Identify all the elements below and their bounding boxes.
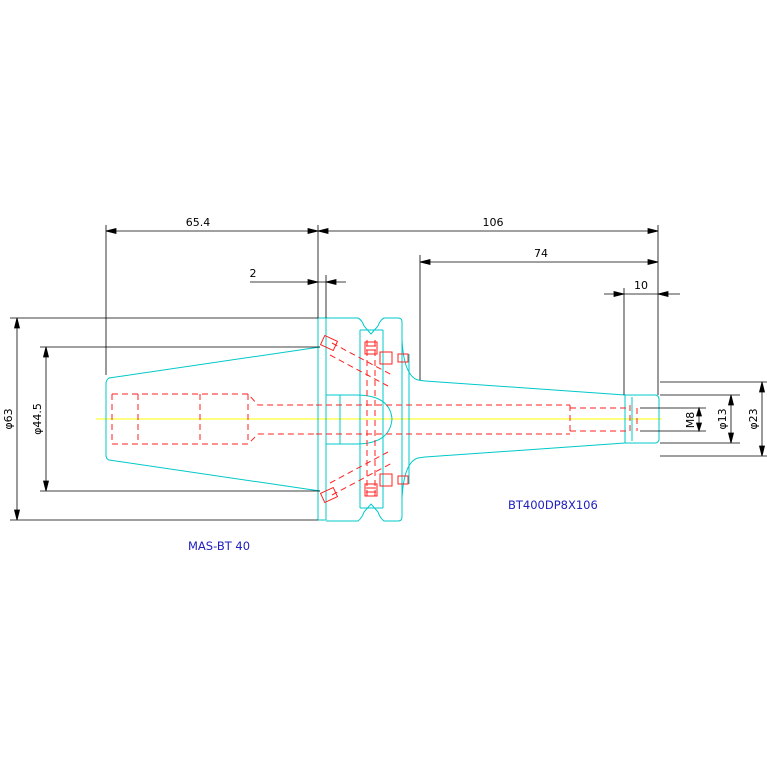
dim-phi-44-5: φ44.5 — [31, 403, 44, 435]
dim-phi-63: φ63 — [2, 408, 15, 429]
coolant-passage-top — [331, 342, 393, 376]
taper-shank — [105, 346, 321, 492]
label-bt400dp8x106: BT400DP8X106 — [508, 498, 598, 512]
dimension-labels: 65.4 106 74 2 10 φ63 φ44.5 M8 φ13 φ23 — [2, 216, 760, 435]
hidden-lines — [111, 340, 638, 498]
screw-bottom-right — [379, 473, 393, 487]
dim-74: 74 — [534, 247, 548, 260]
dim-106: 106 — [483, 216, 504, 229]
dimensions — [10, 225, 767, 521]
dim-2: 2 — [250, 267, 257, 280]
dim-65-4: 65.4 — [186, 216, 211, 229]
front-bore — [569, 405, 630, 434]
pilot-boss — [326, 394, 393, 445]
extension-body — [424, 380, 660, 458]
neck-bottom — [401, 456, 426, 499]
screw-top-left — [319, 334, 339, 352]
dim-m8: M8 — [684, 412, 697, 429]
screw-bottom-mid — [364, 483, 378, 497]
label-mas-bt40: MAS-BT 40 — [188, 539, 250, 553]
dim-phi-23: φ23 — [747, 408, 760, 429]
screw-bottom-left — [319, 486, 339, 504]
dim-phi-13: φ13 — [716, 408, 729, 429]
dim-10: 10 — [634, 279, 648, 292]
coolant-passage-bottom — [331, 462, 393, 496]
rear-bore — [112, 393, 316, 406]
neck-top — [401, 339, 426, 382]
flange-body — [317, 317, 326, 521]
part-outline — [105, 317, 660, 522]
set-screws — [319, 334, 409, 504]
screw-top-right — [379, 351, 393, 365]
screw-top-mid — [364, 341, 378, 355]
